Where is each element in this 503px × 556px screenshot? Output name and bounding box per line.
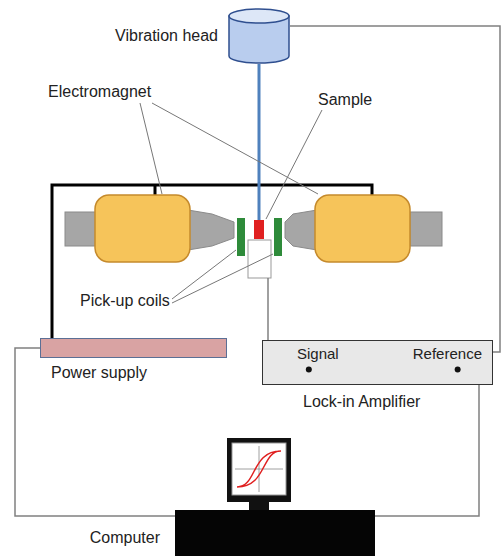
node-label: Signal [297, 344, 339, 364]
node-label: Lock-in Amplifier [303, 392, 420, 412]
computer: Computer [175, 438, 375, 556]
signal-wire [267, 278, 269, 340]
leader-line [266, 110, 322, 219]
monitor-screen [232, 443, 286, 495]
electromagnet-coil [315, 195, 410, 262]
sample-piece [254, 220, 264, 239]
callout-label: Electromagnet [48, 82, 151, 102]
lock-in-amplifier: SignalReferenceLock-in Amplifier [262, 340, 493, 385]
node-label: Vibration head [115, 26, 218, 46]
vibration-head: Vibration head [228, 8, 290, 64]
leader-line [140, 103, 318, 194]
pole-piece [65, 212, 97, 246]
pole-tip [188, 210, 234, 250]
wire [15, 348, 175, 516]
terminal-dot [306, 366, 312, 372]
leader-line [172, 250, 273, 303]
computer-base [175, 510, 375, 556]
terminal-dot [455, 366, 461, 372]
connector-line [15, 348, 175, 516]
pole-piece [410, 212, 442, 246]
power-supply: Power supply [40, 338, 227, 358]
computer-shape [175, 438, 375, 556]
hysteresis-curve [237, 451, 281, 487]
coil-holder [248, 240, 271, 278]
pickup-coil [237, 218, 245, 256]
cylinder-top [229, 9, 289, 23]
pole-tip [285, 210, 317, 250]
node-label: Reference [413, 344, 482, 364]
node-label: Computer [90, 528, 160, 548]
cylinder-shape [228, 8, 290, 64]
pickup-coil [274, 218, 282, 256]
screen-axes [235, 446, 283, 492]
connector-line [290, 26, 500, 352]
callout-label: Pick-up coils [80, 291, 170, 311]
callout-label: Sample [318, 90, 372, 110]
sample-rod [258, 64, 261, 222]
node-label: Power supply [51, 363, 147, 383]
monitor-frame [227, 438, 291, 502]
wire [290, 26, 500, 352]
electromagnet-coil [95, 195, 190, 262]
